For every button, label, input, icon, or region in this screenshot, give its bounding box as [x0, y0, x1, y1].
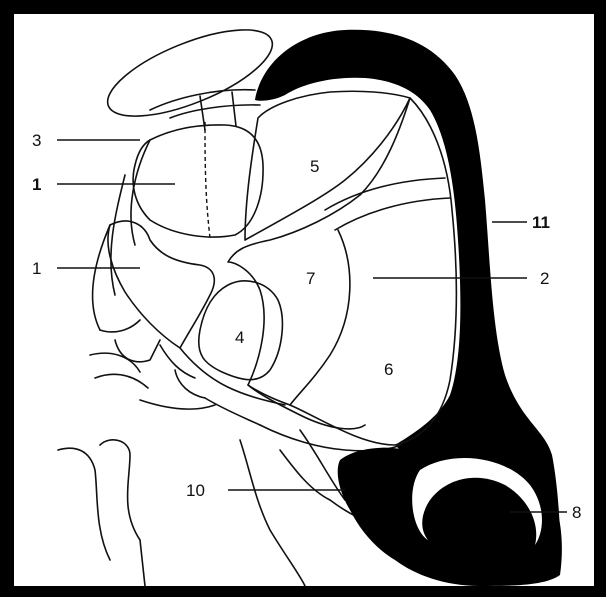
label-3: 3 — [32, 131, 41, 150]
label-4: 4 — [235, 328, 244, 347]
label-8: 8 — [572, 503, 581, 522]
label-6: 6 — [384, 360, 393, 379]
label-11: 11 — [532, 213, 550, 232]
label-7: 7 — [306, 269, 315, 288]
label-2: 2 — [540, 269, 549, 288]
label-10: 10 — [186, 481, 205, 500]
label-1-upper: 1 — [32, 175, 41, 194]
label-1-lower: 1 — [32, 259, 41, 278]
label-5: 5 — [310, 157, 319, 176]
